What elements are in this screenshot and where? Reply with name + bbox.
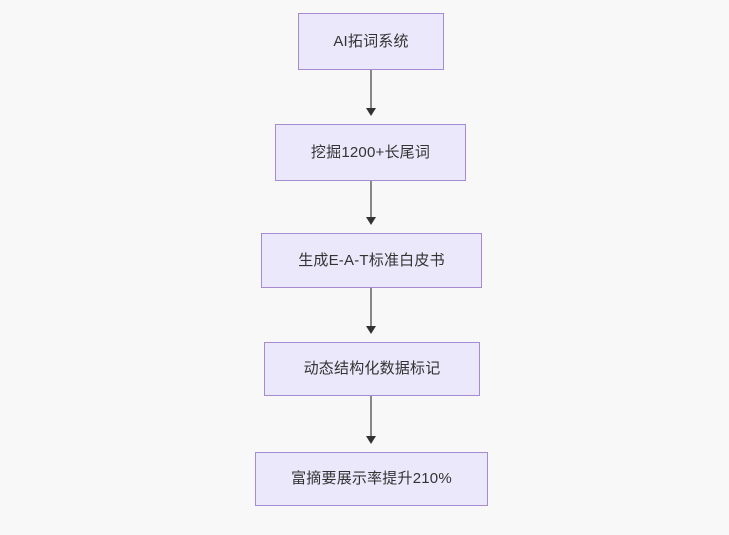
edge-line — [370, 181, 372, 218]
arrowhead-icon — [366, 217, 376, 225]
edge-n3-n4 — [366, 288, 376, 334]
edge-line — [370, 396, 372, 437]
node-label: 富摘要展示率提升210% — [291, 470, 452, 487]
edge-n1-n2 — [366, 70, 376, 116]
flowchart-node-n5[interactable]: 富摘要展示率提升210% — [255, 452, 488, 506]
flowchart-node-n1[interactable]: AI拓词系统 — [298, 13, 444, 70]
flowchart-node-n3[interactable]: 生成E-A-T标准白皮书 — [261, 233, 482, 288]
node-label: 生成E-A-T标准白皮书 — [298, 251, 445, 269]
arrowhead-icon — [366, 436, 376, 444]
edge-n2-n3 — [366, 181, 376, 225]
flowchart-node-n4[interactable]: 动态结构化数据标记 — [264, 342, 480, 396]
edge-line — [370, 288, 372, 327]
edge-line — [370, 70, 372, 109]
flowchart-node-n2[interactable]: 挖掘1200+长尾词 — [275, 124, 466, 181]
arrowhead-icon — [366, 108, 376, 116]
node-label: 动态结构化数据标记 — [303, 360, 441, 377]
node-label: 挖掘1200+长尾词 — [310, 143, 431, 161]
node-label: AI拓词系统 — [333, 32, 409, 50]
edge-n4-n5 — [366, 396, 376, 444]
arrowhead-icon — [366, 326, 376, 334]
